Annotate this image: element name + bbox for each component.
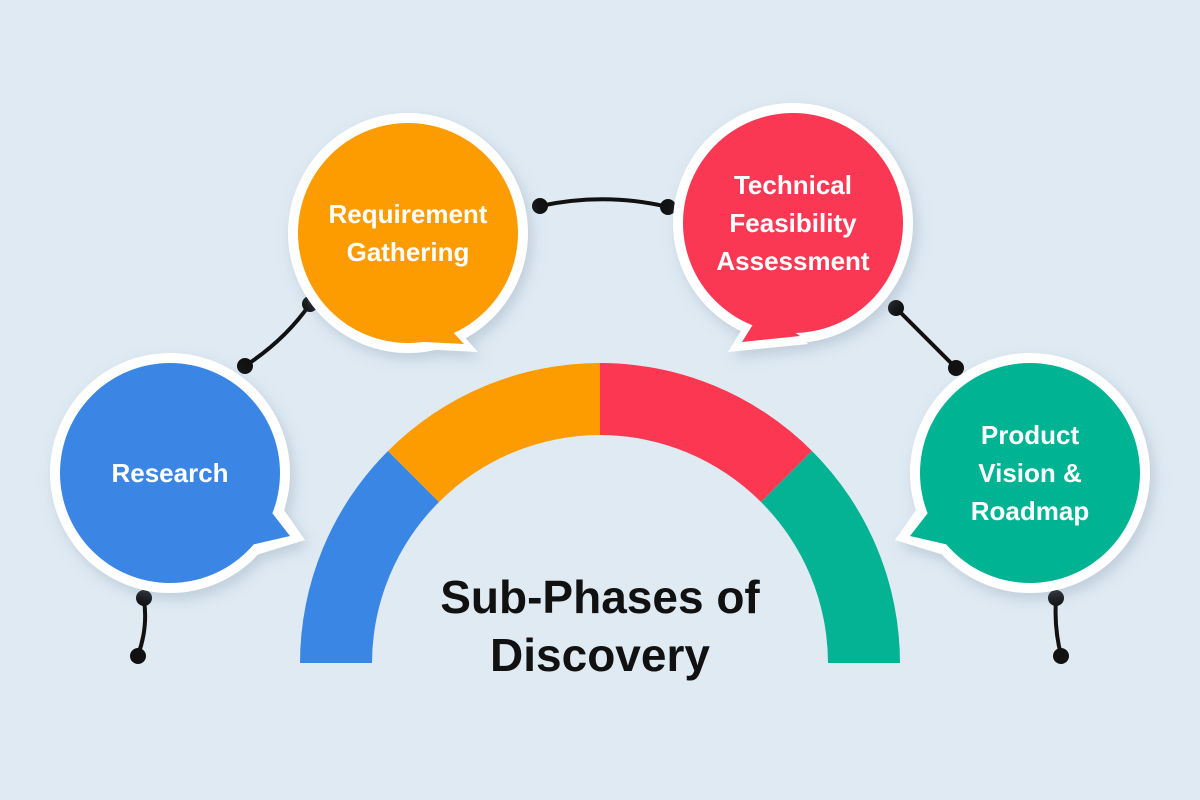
arc-segment-product-vision [761, 451, 900, 663]
phase-bubbles [50, 103, 1150, 593]
phase-arc [300, 363, 900, 663]
arc-segment-requirement-gathering [388, 363, 600, 502]
connector-research-down [136, 598, 148, 657]
connector-requirement-technical [538, 197, 670, 209]
bubble-research [50, 353, 305, 593]
diagram-title: Sub-Phases of Discovery [440, 571, 760, 681]
connector-research-requirement [243, 302, 312, 368]
arc-segment-technical-feasibility [600, 363, 812, 502]
arc-segment-research [300, 451, 439, 663]
bubble-product-vision [895, 353, 1150, 593]
bubble-requirement-gathering [288, 113, 528, 353]
phase-label-research: Research [111, 458, 229, 488]
connector-dots [130, 198, 1069, 664]
connector-technical-product [894, 306, 958, 370]
phase-label-technical-feasibility: Technical Feasibility Assessment [716, 170, 870, 276]
connector-product-down [1053, 598, 1063, 657]
phase-label-product-vision: Product Vision & Roadmap [970, 420, 1090, 526]
bubble-technical-feasibility [673, 103, 913, 352]
phase-label-requirement-gathering: Requirement Gathering [328, 199, 488, 267]
